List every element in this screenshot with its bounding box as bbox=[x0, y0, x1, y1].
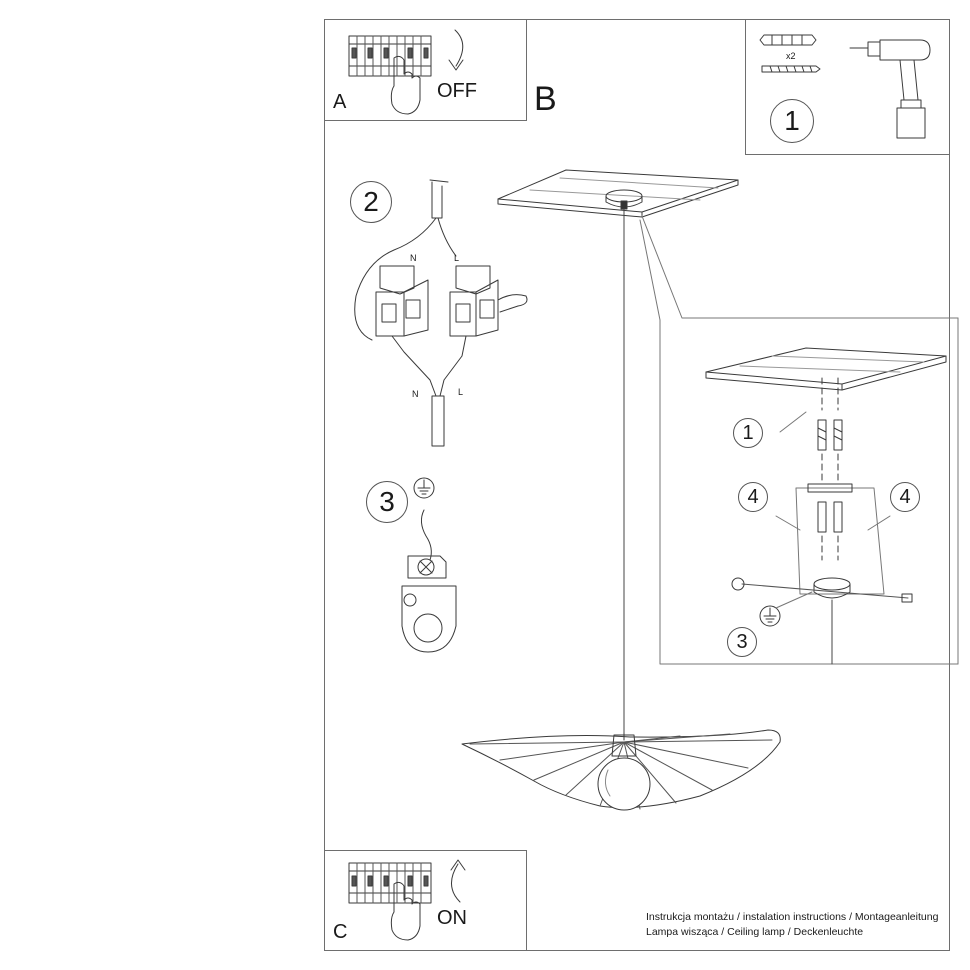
detail-left-cover-badge: 4 bbox=[738, 482, 768, 512]
screw-icon bbox=[817, 419, 843, 451]
neutral-top-label: N bbox=[410, 253, 417, 263]
circuit-breaker-icon bbox=[348, 35, 432, 77]
circuit-breaker-icon bbox=[348, 862, 432, 904]
turn-on-arrow-icon bbox=[450, 859, 466, 903]
earth-terminal-icon bbox=[401, 555, 457, 653]
earth-symbol-icon bbox=[759, 605, 781, 627]
drill-icon bbox=[849, 39, 931, 139]
detail-screw-badge: 1 bbox=[733, 418, 763, 448]
page-frame bbox=[324, 19, 950, 951]
wiring-diagram bbox=[354, 179, 528, 447]
hand-icon bbox=[390, 881, 421, 941]
on-label: ON bbox=[437, 907, 467, 929]
turn-off-arrow-icon bbox=[448, 29, 464, 71]
wall-plug-icon bbox=[759, 34, 817, 46]
panel-a-letter: A bbox=[333, 91, 347, 113]
neutral-bottom-label: N bbox=[412, 389, 419, 399]
live-top-label: L bbox=[454, 253, 460, 263]
screw-icon bbox=[761, 65, 821, 73]
detail-earth-badge: 3 bbox=[727, 627, 757, 657]
step-1-badge: 1 bbox=[770, 99, 814, 143]
terminal-block-icon bbox=[449, 265, 528, 337]
panel-c-letter: C bbox=[333, 921, 348, 943]
panel-c-frame bbox=[324, 850, 527, 951]
detail-ceiling-plate bbox=[705, 347, 947, 411]
mounting-bracket bbox=[731, 483, 913, 665]
canopy bbox=[605, 189, 643, 210]
terminal-block-icon bbox=[375, 265, 429, 337]
panel-b-letter: B bbox=[534, 80, 557, 118]
step-3-badge: 3 bbox=[366, 481, 408, 523]
tools-panel-frame bbox=[745, 19, 950, 155]
detail-right-cover-badge: 4 bbox=[890, 482, 920, 512]
live-bottom-label: L bbox=[458, 387, 464, 397]
ceiling-plate bbox=[497, 169, 739, 218]
earth-symbol-icon bbox=[413, 477, 435, 499]
quantity-label: x2 bbox=[786, 51, 796, 61]
panel-a-frame bbox=[324, 19, 527, 121]
off-label: OFF bbox=[437, 80, 477, 102]
footer-line-2: Lampa wisząca / Ceiling lamp / Deckenleu… bbox=[646, 926, 864, 938]
hand-icon bbox=[390, 55, 421, 115]
footer-line-1: Instrukcja montażu / instalation instruc… bbox=[646, 911, 939, 923]
lamp-shade bbox=[461, 729, 781, 811]
step-2-badge: 2 bbox=[350, 181, 392, 223]
